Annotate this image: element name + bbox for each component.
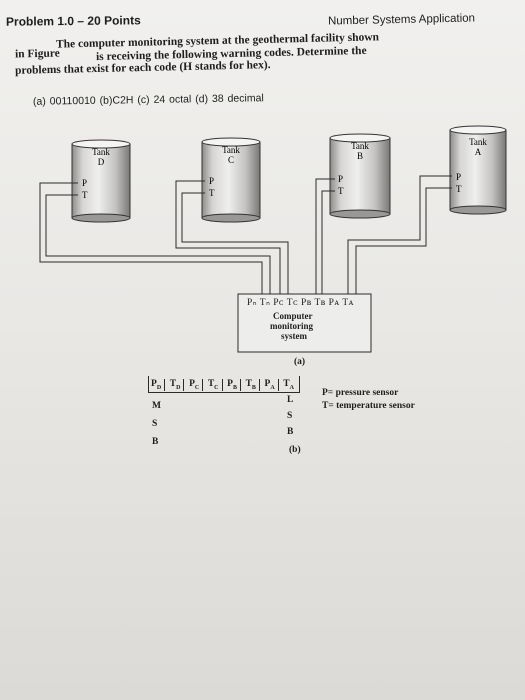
tank-a: Tank A	[449, 125, 507, 215]
code-bit-p-c: PC	[189, 379, 204, 391]
lsb-s: S	[287, 411, 293, 421]
computer-inputs: Pₙ Tₙ Pᴄ Tᴄ Pʙ Tʙ Pᴀ Tᴀ	[247, 298, 354, 308]
computer-line-1: Computer	[273, 311, 313, 321]
tank-a-letter: A	[475, 147, 482, 157]
caption-b: (b)	[289, 445, 301, 455]
tank-c-label: Tank	[222, 145, 240, 155]
legend-temperature: T= temperature sensor	[322, 401, 415, 411]
lsb-l: L	[287, 395, 294, 405]
tank-d-label: Tank	[92, 147, 110, 157]
sensor-t-a: T	[456, 184, 462, 194]
tank-d-letter: D	[98, 157, 105, 167]
sensor-wires	[39, 175, 452, 296]
lsb-b: B	[287, 427, 294, 437]
code-bit-t-c: TC	[208, 379, 223, 391]
sensor-t-d: T	[82, 190, 88, 200]
msb-s: S	[152, 419, 158, 429]
tank-d: Tank D	[71, 139, 131, 223]
code-bit-t-b: TB	[246, 379, 260, 391]
code-word-frame: PD TD PC TC PB TB PA TA	[148, 376, 300, 393]
sensor-t-c: T	[209, 188, 215, 198]
msb-b: B	[152, 437, 159, 447]
code-bit-p-b: PB	[227, 379, 241, 391]
tank-c-letter: C	[228, 155, 234, 165]
computer-line-2: monitoring	[270, 321, 314, 331]
code-bit-p-d: PD	[151, 379, 166, 391]
computer-line-3: system	[281, 331, 307, 341]
tank-b-label: Tank	[351, 141, 369, 151]
code-bit-p-a: PA	[265, 379, 279, 391]
tank-b-letter: B	[357, 151, 363, 161]
code-bit-t-d: TD	[170, 379, 185, 391]
sensor-t-b: T	[338, 186, 344, 196]
tank-b: Tank B	[329, 133, 391, 219]
sensor-p-a: P	[456, 172, 461, 182]
sensor-p-c: P	[209, 176, 214, 186]
computer-box	[237, 293, 372, 353]
caption-a: (a)	[294, 357, 306, 367]
sensor-p-d: P	[82, 178, 87, 188]
msb-m: M	[152, 401, 161, 411]
tank-c: Tank C	[201, 137, 261, 223]
code-word-bits: PD TD PC TC PB TB PA TA	[149, 376, 299, 391]
sensor-p-b: P	[338, 174, 343, 184]
code-bit-t-a: TA	[283, 379, 294, 391]
legend-pressure: P= pressure sensor	[322, 388, 399, 398]
tank-a-label: Tank	[469, 137, 487, 147]
